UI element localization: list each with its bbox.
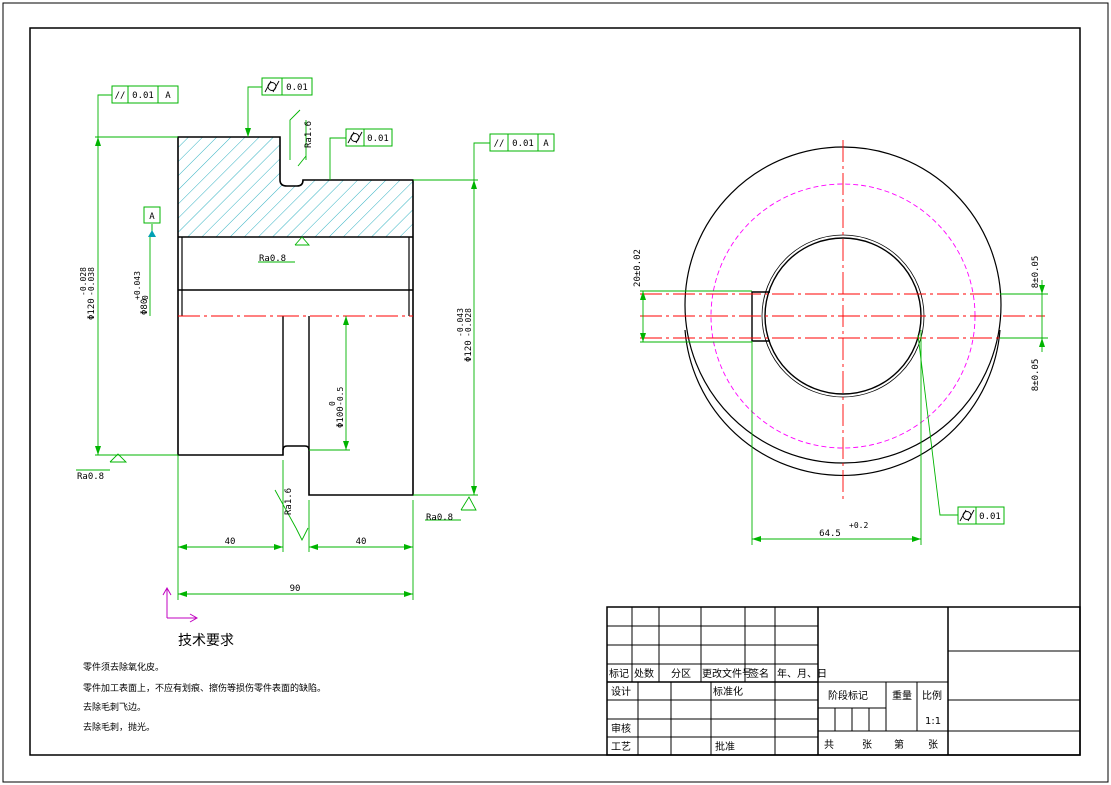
dim-bore-tol-lower: 0 xyxy=(141,295,150,300)
svg-text:0.01: 0.01 xyxy=(132,91,154,101)
gdt-frame-top-mid: 0.01 xyxy=(261,77,313,96)
requirements-title: 技术要求 xyxy=(178,633,234,649)
svg-text:0.01: 0.01 xyxy=(979,512,1001,522)
tb-approve: 批准 xyxy=(715,740,735,753)
svg-text:0.01: 0.01 xyxy=(512,139,534,149)
part-outline xyxy=(177,136,414,496)
tb-scale-value: 1:1 xyxy=(925,716,941,727)
dim-key-width: 20±0.02 xyxy=(633,249,643,287)
left-section-view xyxy=(177,136,414,496)
svg-text:A: A xyxy=(165,91,171,101)
dim-bore: Φ80 xyxy=(140,299,150,315)
tb-date: 年、月、日 xyxy=(777,667,827,680)
gdt-frame-right: // 0.01 A xyxy=(489,133,555,152)
requirement-item-1: 零件须去除氧化皮。 xyxy=(83,661,164,673)
tb-mark: 标记 xyxy=(609,668,629,680)
ra-left: Ra0.8 xyxy=(77,472,104,482)
tb-sign: 签名 xyxy=(749,667,769,680)
dim-inner-tol-lower: -0.5 xyxy=(336,387,345,406)
tb-zone: 分区 xyxy=(671,668,691,680)
tb-count: 处数 xyxy=(634,667,654,680)
dim-top-offset: 8±0.05 xyxy=(1031,256,1041,289)
right-dimensions xyxy=(640,280,1048,545)
dim-outer-right: Φ120 xyxy=(464,340,474,362)
ra-groove: Ra0.8 xyxy=(259,254,286,264)
dim-inner-tol-upper: 0 xyxy=(328,401,337,406)
outer-arc-lower xyxy=(684,329,1001,476)
tb-process: 工艺 xyxy=(611,741,631,753)
tb-num: 第 xyxy=(894,738,904,751)
ucs-icon xyxy=(162,586,199,623)
dim-outer-left: Φ120 xyxy=(87,298,97,320)
requirement-item-2: 零件加工表面上，不应有划痕、擦伤等损伤零件表面的缺陷。 xyxy=(83,682,326,694)
tb-design: 设计 xyxy=(611,685,631,698)
title-block-labels: 标记 处数 分区 更改文件号 签名 年、月、日 设计 标准化 审核 工艺 批准 … xyxy=(609,667,942,753)
dim-keyway: 64.5 xyxy=(819,529,841,539)
tb-scale: 比例 xyxy=(922,689,942,702)
tb-sheet2: 张 xyxy=(928,739,938,751)
dim-len-right: 40 xyxy=(356,537,367,547)
datum-label: A xyxy=(149,212,155,222)
gdt-frame-right-view: 0.01 xyxy=(957,506,1005,525)
requirement-item-4: 去除毛刺，抛光。 xyxy=(83,721,155,733)
dim-outer-right-tol-upper: -0.043 xyxy=(456,308,465,337)
tb-total: 共 xyxy=(824,739,834,751)
ra-right: Ra0.8 xyxy=(426,513,453,523)
dim-len-total: 90 xyxy=(290,584,301,594)
dim-inner: Φ100 xyxy=(336,406,346,428)
gdt-frame-mid: 0.01 xyxy=(345,128,393,147)
tb-stage-mark: 阶段标记 xyxy=(828,689,868,702)
cylindricity-icon xyxy=(347,131,363,144)
tb-standardize: 标准化 xyxy=(713,685,743,698)
ra-top: Ra1.6 xyxy=(304,121,314,148)
dim-outer-left-tol-upper: -0.028 xyxy=(79,267,88,296)
svg-text:0.01: 0.01 xyxy=(286,83,308,93)
svg-text:A: A xyxy=(543,139,549,149)
gdt-frame-top-left: // 0.01 A xyxy=(111,85,179,104)
parallelism-icon: // xyxy=(115,91,126,101)
left-dimensions xyxy=(76,86,490,600)
dim-outer-right-tol-lower: -0.028 xyxy=(464,308,473,337)
cylindricity-icon xyxy=(264,80,280,93)
requirement-item-3: 去除毛刺飞边。 xyxy=(83,701,146,713)
tb-weight: 重量 xyxy=(892,689,912,702)
section-hatch xyxy=(178,137,413,237)
tb-sheets: 张 xyxy=(862,739,872,751)
ra-bottom: Ra1.6 xyxy=(284,488,294,515)
title-block xyxy=(606,606,1081,756)
dim-keyway-tol: +0.2 xyxy=(849,521,868,530)
dim-bore-tol-upper: +0.043 xyxy=(133,271,142,300)
keyway xyxy=(751,291,770,342)
tb-review: 审核 xyxy=(611,722,631,735)
tb-change-doc: 更改文件号 xyxy=(702,667,752,680)
dim-bottom-offset: 8±0.05 xyxy=(1031,359,1041,392)
datum-marker: A xyxy=(143,206,161,237)
right-end-view xyxy=(640,140,1045,500)
svg-text:0.01: 0.01 xyxy=(367,134,389,144)
inner-border xyxy=(29,27,1081,756)
dim-outer-left-tol-lower: -0.038 xyxy=(87,267,96,296)
dim-len-left: 40 xyxy=(225,537,236,547)
parallelism-icon: // xyxy=(494,139,505,149)
right-arrowheads xyxy=(640,285,1045,542)
arrowheads xyxy=(95,128,477,597)
cylindricity-icon xyxy=(959,509,975,522)
